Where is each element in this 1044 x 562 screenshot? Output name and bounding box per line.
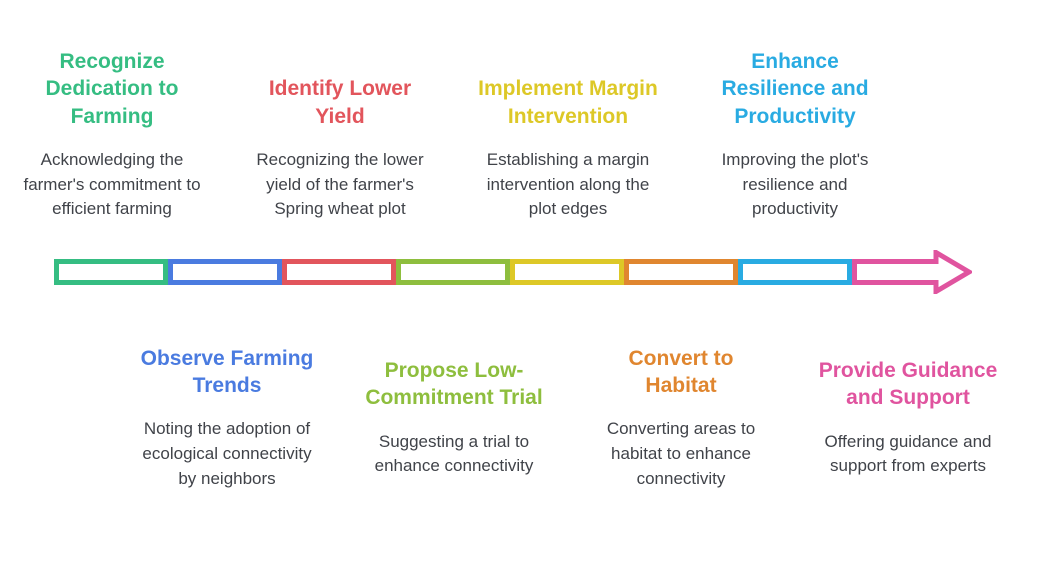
- step-description: Noting the adoption of ecological connec…: [142, 419, 312, 488]
- step-block-7: Enhance Resilience and Productivity Impr…: [705, 48, 885, 222]
- step-block-8: Provide Guidance and Support Offering gu…: [818, 320, 998, 516]
- arrow-segment-3: [282, 259, 396, 285]
- step-title: Provide Guidance and Support: [818, 359, 998, 410]
- timeline-arrow: [54, 250, 972, 294]
- step-description: Establishing a margin intervention along…: [486, 150, 650, 219]
- step-title: Propose Low-Commitment Trial: [365, 359, 543, 410]
- step-title: Enhance Resilience and Productivity: [721, 50, 869, 128]
- arrow-segment-2: [168, 259, 282, 285]
- step-block-4: Propose Low-Commitment Trial Suggesting …: [364, 320, 544, 516]
- step-block-2: Observe Farming Trends Noting the adopti…: [137, 320, 317, 516]
- arrow-segment-7: [738, 259, 852, 285]
- arrow-head-icon: [852, 250, 972, 294]
- step-title: Implement Margin Intervention: [478, 77, 658, 128]
- step-title: Identify Lower Yield: [268, 77, 412, 128]
- step-description: Acknowledging the farmer's commitment to…: [23, 150, 201, 219]
- step-title: Observe Farming Trends: [140, 346, 314, 398]
- step-block-3: Identify Lower Yield Recognizing the low…: [250, 75, 430, 222]
- arrow-segment-6: [624, 259, 738, 285]
- arrow-segment-4: [396, 259, 510, 285]
- step-block-1: Recognize Dedication to Farming Acknowle…: [22, 48, 202, 222]
- step-description: Recognizing the lower yield of the farme…: [256, 150, 424, 219]
- arrow-segment-1: [54, 259, 168, 285]
- step-title: Recognize Dedication to Farming: [45, 50, 179, 128]
- step-description: Offering guidance and support from exper…: [824, 431, 992, 476]
- step-description: Improving the plot's resilience and prod…: [721, 150, 869, 219]
- arrow-segment-5: [510, 259, 624, 285]
- step-title: Convert to Habitat: [628, 346, 734, 398]
- step-description: Converting areas to habitat to enhance c…: [606, 419, 756, 488]
- step-description: Suggesting a trial to enhance connectivi…: [374, 431, 534, 476]
- step-block-5: Implement Margin Intervention Establishi…: [478, 75, 658, 222]
- step-block-6: Convert to Habitat Converting areas to h…: [591, 320, 771, 516]
